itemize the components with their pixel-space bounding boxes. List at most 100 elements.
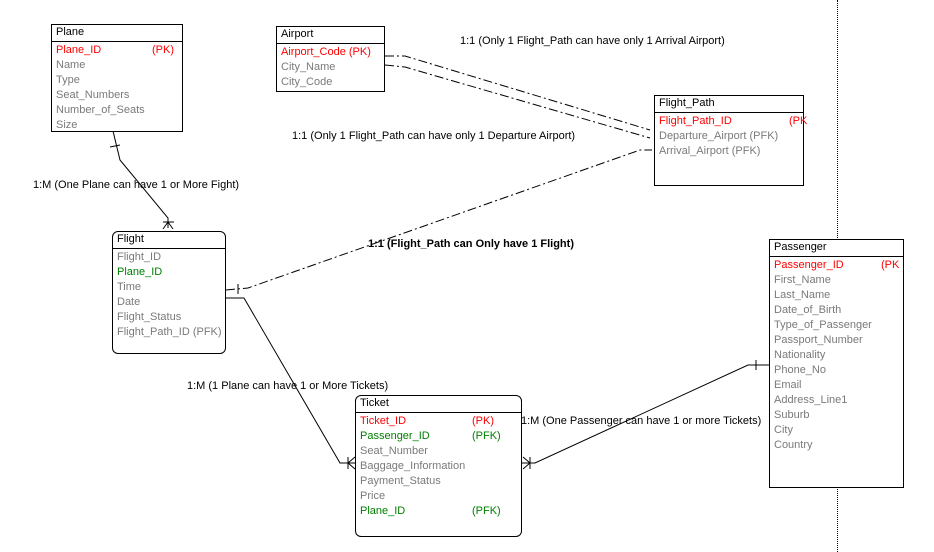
passenger-attribute: Last_Name [774, 288, 899, 303]
airport-entity-title: Airport [277, 27, 384, 44]
ticket-attribute: Payment_Status [360, 474, 517, 489]
attribute-name: Suburb [774, 409, 810, 421]
attribute-key-type: (PK) [152, 44, 174, 56]
ticket-attribute: Ticket_ID(PK) [360, 414, 517, 429]
attribute-name: Phone_No [774, 364, 826, 376]
plane-attribute: Seat_Numbers [56, 88, 178, 103]
flight-attribute: Flight_ID [117, 250, 221, 265]
airport-attribute: City_Name [281, 60, 380, 75]
attribute-name: Plane_ID [56, 44, 102, 56]
passenger-ticket-line [522, 364, 769, 464]
attribute-name: First_Name [774, 274, 831, 286]
flight-path-entity-title: Flight_Path [655, 96, 803, 113]
attribute-name: Flight_ID [117, 251, 162, 263]
flight-attribute: Flight_Path_ID (PFK) [117, 325, 222, 340]
passenger-attribute: Email [774, 378, 899, 393]
flight-attribute: Flight_Status [117, 310, 221, 325]
passenger-attribute: Passport_Number [774, 333, 899, 348]
plane-entity-title: Plane [52, 25, 182, 42]
attribute-name: Address_Line1 [774, 394, 848, 406]
plane-flight-relationship-label: 1:M (One Plane can have 1 or More Fight) [33, 179, 240, 191]
attribute-name: Passenger_ID [360, 430, 430, 442]
ticket-entity[interactable]: Ticket Ticket_ID(PK)Passenger_ID (PFK) Sea… [355, 395, 522, 537]
passenger-attribute: Phone_No [774, 363, 899, 378]
attribute-name: Type_of_Passenger [774, 319, 872, 331]
arrival-airport-line [385, 55, 651, 131]
attribute-key-type: (PFK) [472, 430, 501, 442]
attribute-name: Number_of_Seats [56, 104, 145, 116]
attribute-name: Arrival_Airport (PFK) [659, 145, 761, 157]
attribute-name: Name [56, 59, 86, 71]
passenger-attribute: Type_of_Passenger [774, 318, 899, 333]
passenger-entity-title: Passenger [770, 240, 903, 257]
plane-attribute: Plane_ID (PK) [56, 43, 178, 58]
passenger-attribute: Suburb [774, 408, 899, 423]
flight-many-marker-b [167, 221, 174, 230]
ticket-attribute: Baggage_Information [360, 459, 517, 474]
ticket-attribute: Plane_ID (PFK) [360, 504, 517, 519]
flight-attribute: Date [117, 295, 221, 310]
attribute-name: City_Name [281, 61, 336, 73]
attribute-name: Nationality [774, 349, 826, 361]
passenger-attribute: Address_Line1 [774, 393, 899, 408]
attribute-name: Date [117, 296, 141, 308]
departure-relationship-label: 1:1 (Only 1 Flight_Path can have only 1 … [292, 130, 576, 142]
attribute-name: Payment_Status [360, 475, 441, 487]
attribute-name: Email [774, 379, 802, 391]
attribute-name: Passenger_ID [774, 259, 844, 271]
attribute-name: Departure_Airport (PFK) [659, 130, 779, 142]
ticket-attribute: Price [360, 489, 517, 504]
attribute-name: Passport_Number [774, 334, 863, 346]
ticket-many-marker2-b [522, 462, 531, 470]
attribute-name: Plane_ID [360, 505, 406, 517]
attribute-name: Plane_ID [117, 266, 163, 278]
passenger-attribute: Date_of_Birth [774, 303, 899, 318]
plane-attribute: Name [56, 58, 178, 73]
attribute-name: Country [774, 439, 813, 451]
passenger-attribute: Passenger_ID (PK [774, 258, 899, 273]
plane-attribute: Type [56, 73, 178, 88]
attribute-name: Time [117, 281, 142, 293]
plane-attribute: Size [56, 118, 178, 133]
attribute-name: City [774, 424, 793, 436]
attribute-name: Ticket_ID [360, 415, 407, 427]
flightpath-flight-line [225, 149, 652, 291]
ticket-attribute: Passenger_ID (PFK) [360, 429, 517, 444]
passenger-attribute: First_Name [774, 273, 899, 288]
attribute-key-type: (PK [789, 115, 808, 127]
attribute-key-type: (PK [881, 259, 900, 271]
attribute-name: Type [56, 74, 80, 86]
passenger-attribute: City [774, 423, 899, 438]
flight-path-attribute: Arrival_Airport (PFK) [659, 144, 799, 159]
attribute-key-type: (PFK) [472, 505, 501, 517]
airport-attribute: City_Code [281, 75, 380, 90]
flight-path-attribute: Flight_Path_ID(PK [659, 114, 807, 129]
passenger-attribute: Country [774, 438, 899, 453]
passenger-ticket-relationship-label: 1:M (One Passenger can have 1 or more Ti… [521, 415, 762, 427]
ticket-many-marker-a [347, 456, 356, 464]
plane-attribute: Number_of_Seats [56, 103, 178, 118]
flight-path-attribute: Departure_Airport (PFK) [659, 129, 799, 144]
attribute-name: City_Code [281, 76, 333, 88]
attribute-name: Airport_Code (PK) [281, 46, 371, 58]
arrival-relationship-label: 1:1 (Only 1 Flight_Path can have only 1 … [460, 35, 725, 47]
flightpath-flight-relationship-label: 1:1 (Flight_Path can Only have 1 Flight) [368, 238, 574, 250]
flight-many-marker-a [162, 221, 169, 230]
airport-attribute: Airport_Code (PK) [281, 45, 380, 60]
ticket-many-marker2-a [522, 456, 531, 464]
attribute-name: Baggage_Information [360, 460, 466, 472]
attribute-name: Flight_Path_ID (PFK) [117, 326, 222, 338]
passenger-attribute: Nationality [774, 348, 899, 363]
plane-tickets-relationship-label: 1:M (1 Plane can have 1 or More Tickets) [187, 380, 389, 392]
ticket-many-marker-b [347, 462, 356, 470]
ticket-entity-title: Ticket [356, 396, 521, 413]
ticket-attribute: Seat_Number [360, 444, 517, 459]
attribute-name: Seat_Number [360, 445, 428, 457]
plane-one-marker [109, 144, 121, 148]
